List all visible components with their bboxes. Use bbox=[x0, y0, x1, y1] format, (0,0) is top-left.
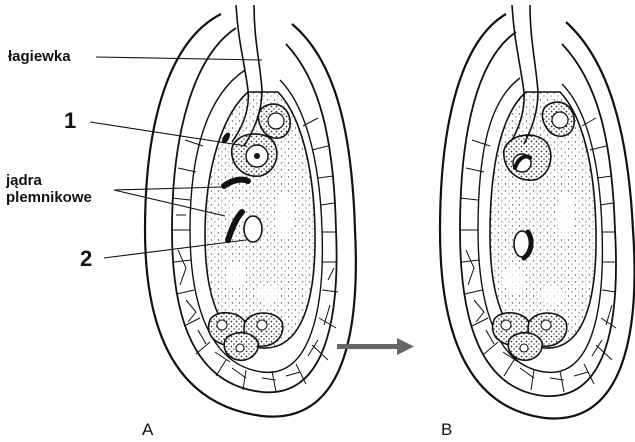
label-sperm-nuclei-line1: jądra bbox=[6, 172, 92, 189]
label-marker-1: 1 bbox=[64, 108, 76, 134]
leader-sperm-upper bbox=[114, 187, 222, 190]
label-sperm-nuclei-line2: plemnikowe bbox=[6, 189, 92, 206]
label-sperm-nuclei: jądra plemnikowe bbox=[6, 172, 92, 206]
ovule-b bbox=[440, 5, 635, 418]
embryo-sac-b bbox=[490, 92, 596, 348]
central-nucleus-a bbox=[244, 216, 262, 242]
antipodal-cells-b bbox=[493, 313, 567, 361]
label-panel-b: B bbox=[441, 420, 452, 440]
label-panel-a: A bbox=[142, 420, 153, 440]
label-marker-2: 2 bbox=[80, 246, 92, 272]
antipodal-cells-a bbox=[209, 313, 283, 361]
ovule-a bbox=[145, 5, 356, 417]
label-pollen-tube: łagiewka bbox=[8, 48, 71, 65]
